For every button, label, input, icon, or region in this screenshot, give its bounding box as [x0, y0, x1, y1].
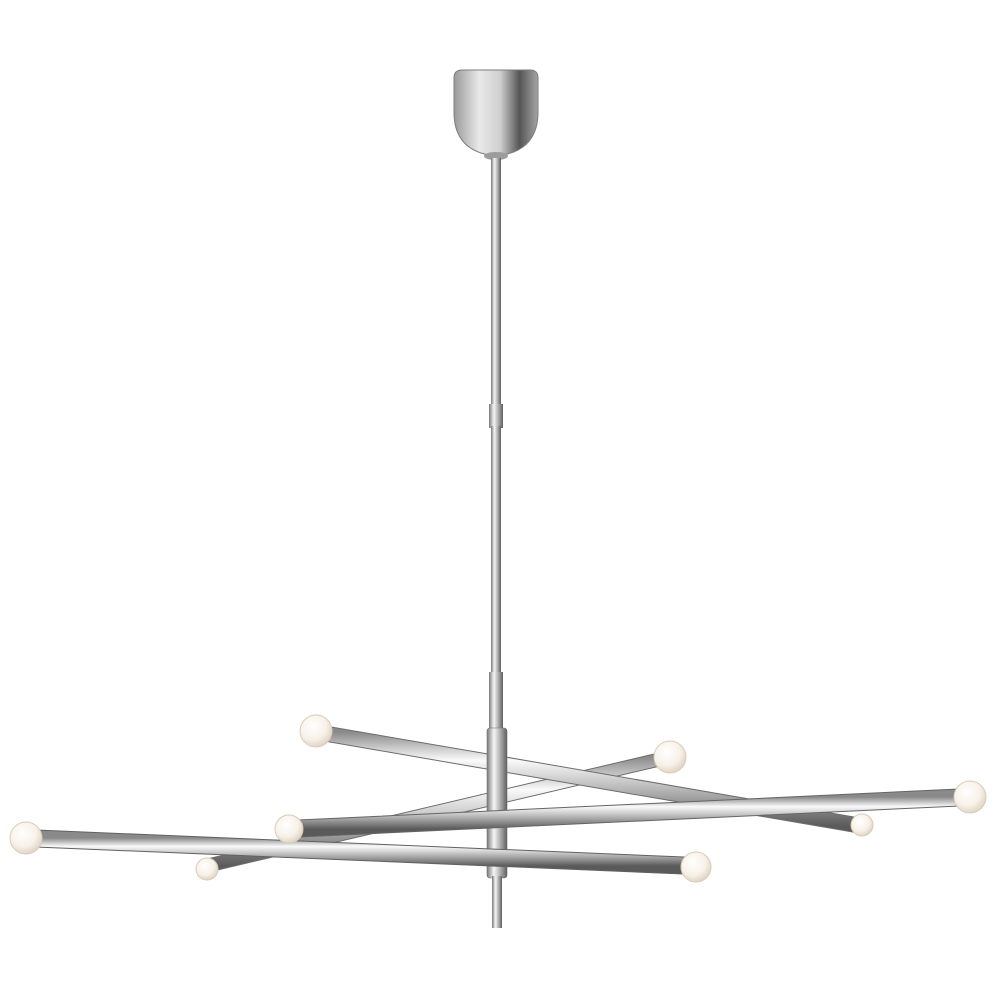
- downrod: [489, 158, 503, 730]
- light-bulbs: [9, 714, 987, 883]
- bulb: [299, 714, 333, 748]
- center-hub: [486, 727, 508, 928]
- bulb: [653, 740, 687, 774]
- bulb: [274, 814, 304, 844]
- bulb: [953, 780, 987, 814]
- ceiling-canopy: [453, 69, 539, 160]
- arm-left-long: [15, 829, 705, 875]
- arm-right-long: [279, 788, 979, 838]
- bulb: [680, 851, 712, 883]
- bulb: [9, 821, 43, 855]
- bulb: [850, 813, 874, 837]
- bulb: [195, 857, 219, 881]
